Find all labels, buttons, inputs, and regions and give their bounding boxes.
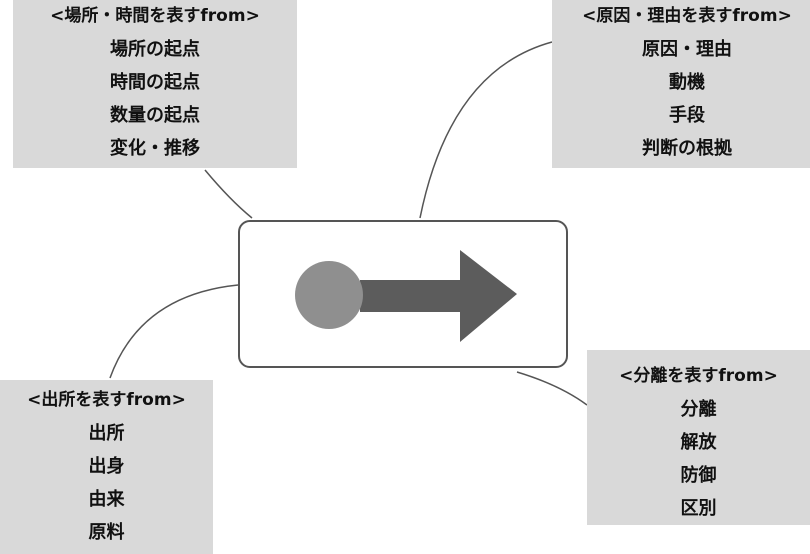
list-item: 出身: [88, 456, 125, 477]
box-separation: <分離を表すfrom> 分離 解放 防御 区別: [587, 350, 810, 525]
list-item: 数量の起点: [110, 105, 200, 126]
from-arrow-icon: [295, 250, 517, 342]
list-item: 原料: [88, 522, 125, 543]
box-title: <場所・時間を表すfrom>: [50, 6, 260, 26]
box-title: <原因・理由を表すfrom>: [582, 6, 792, 26]
list-item: 解放: [680, 432, 717, 453]
connector-separation: [516, 371, 588, 406]
box-title: <出所を表すfrom>: [27, 390, 186, 410]
list-item: 防御: [680, 465, 717, 486]
central-node: [238, 220, 568, 368]
list-item: 動機: [669, 72, 705, 93]
list-item: 場所の起点: [110, 39, 200, 60]
box-place-time: <場所・時間を表すfrom> 場所の起点 時間の起点 数量の起点 変化・推移: [13, 0, 297, 168]
list-item: 由来: [88, 489, 125, 510]
list-item: 判断の根拠: [642, 138, 732, 159]
list-item: 区別: [680, 498, 717, 519]
box-title: <分離を表すfrom>: [619, 366, 778, 386]
list-item: 手段: [669, 105, 705, 126]
connector-origin: [109, 284, 239, 379]
box-cause: <原因・理由を表すfrom> 原因・理由 動機 手段 判断の根拠: [552, 0, 810, 168]
list-item: 時間の起点: [110, 72, 200, 93]
connector-place-time: [204, 169, 253, 219]
list-item: 分離: [680, 399, 717, 420]
connector-cause: [419, 41, 553, 219]
box-origin: <出所を表すfrom> 出所 出身 由来 原料: [0, 380, 213, 554]
arrow-shape: [360, 250, 517, 342]
list-item: 出所: [88, 423, 125, 444]
connector-lines: [109, 41, 588, 406]
list-item: 変化・推移: [110, 138, 200, 159]
origin-circle: [295, 261, 363, 329]
list-item: 原因・理由: [642, 39, 732, 60]
